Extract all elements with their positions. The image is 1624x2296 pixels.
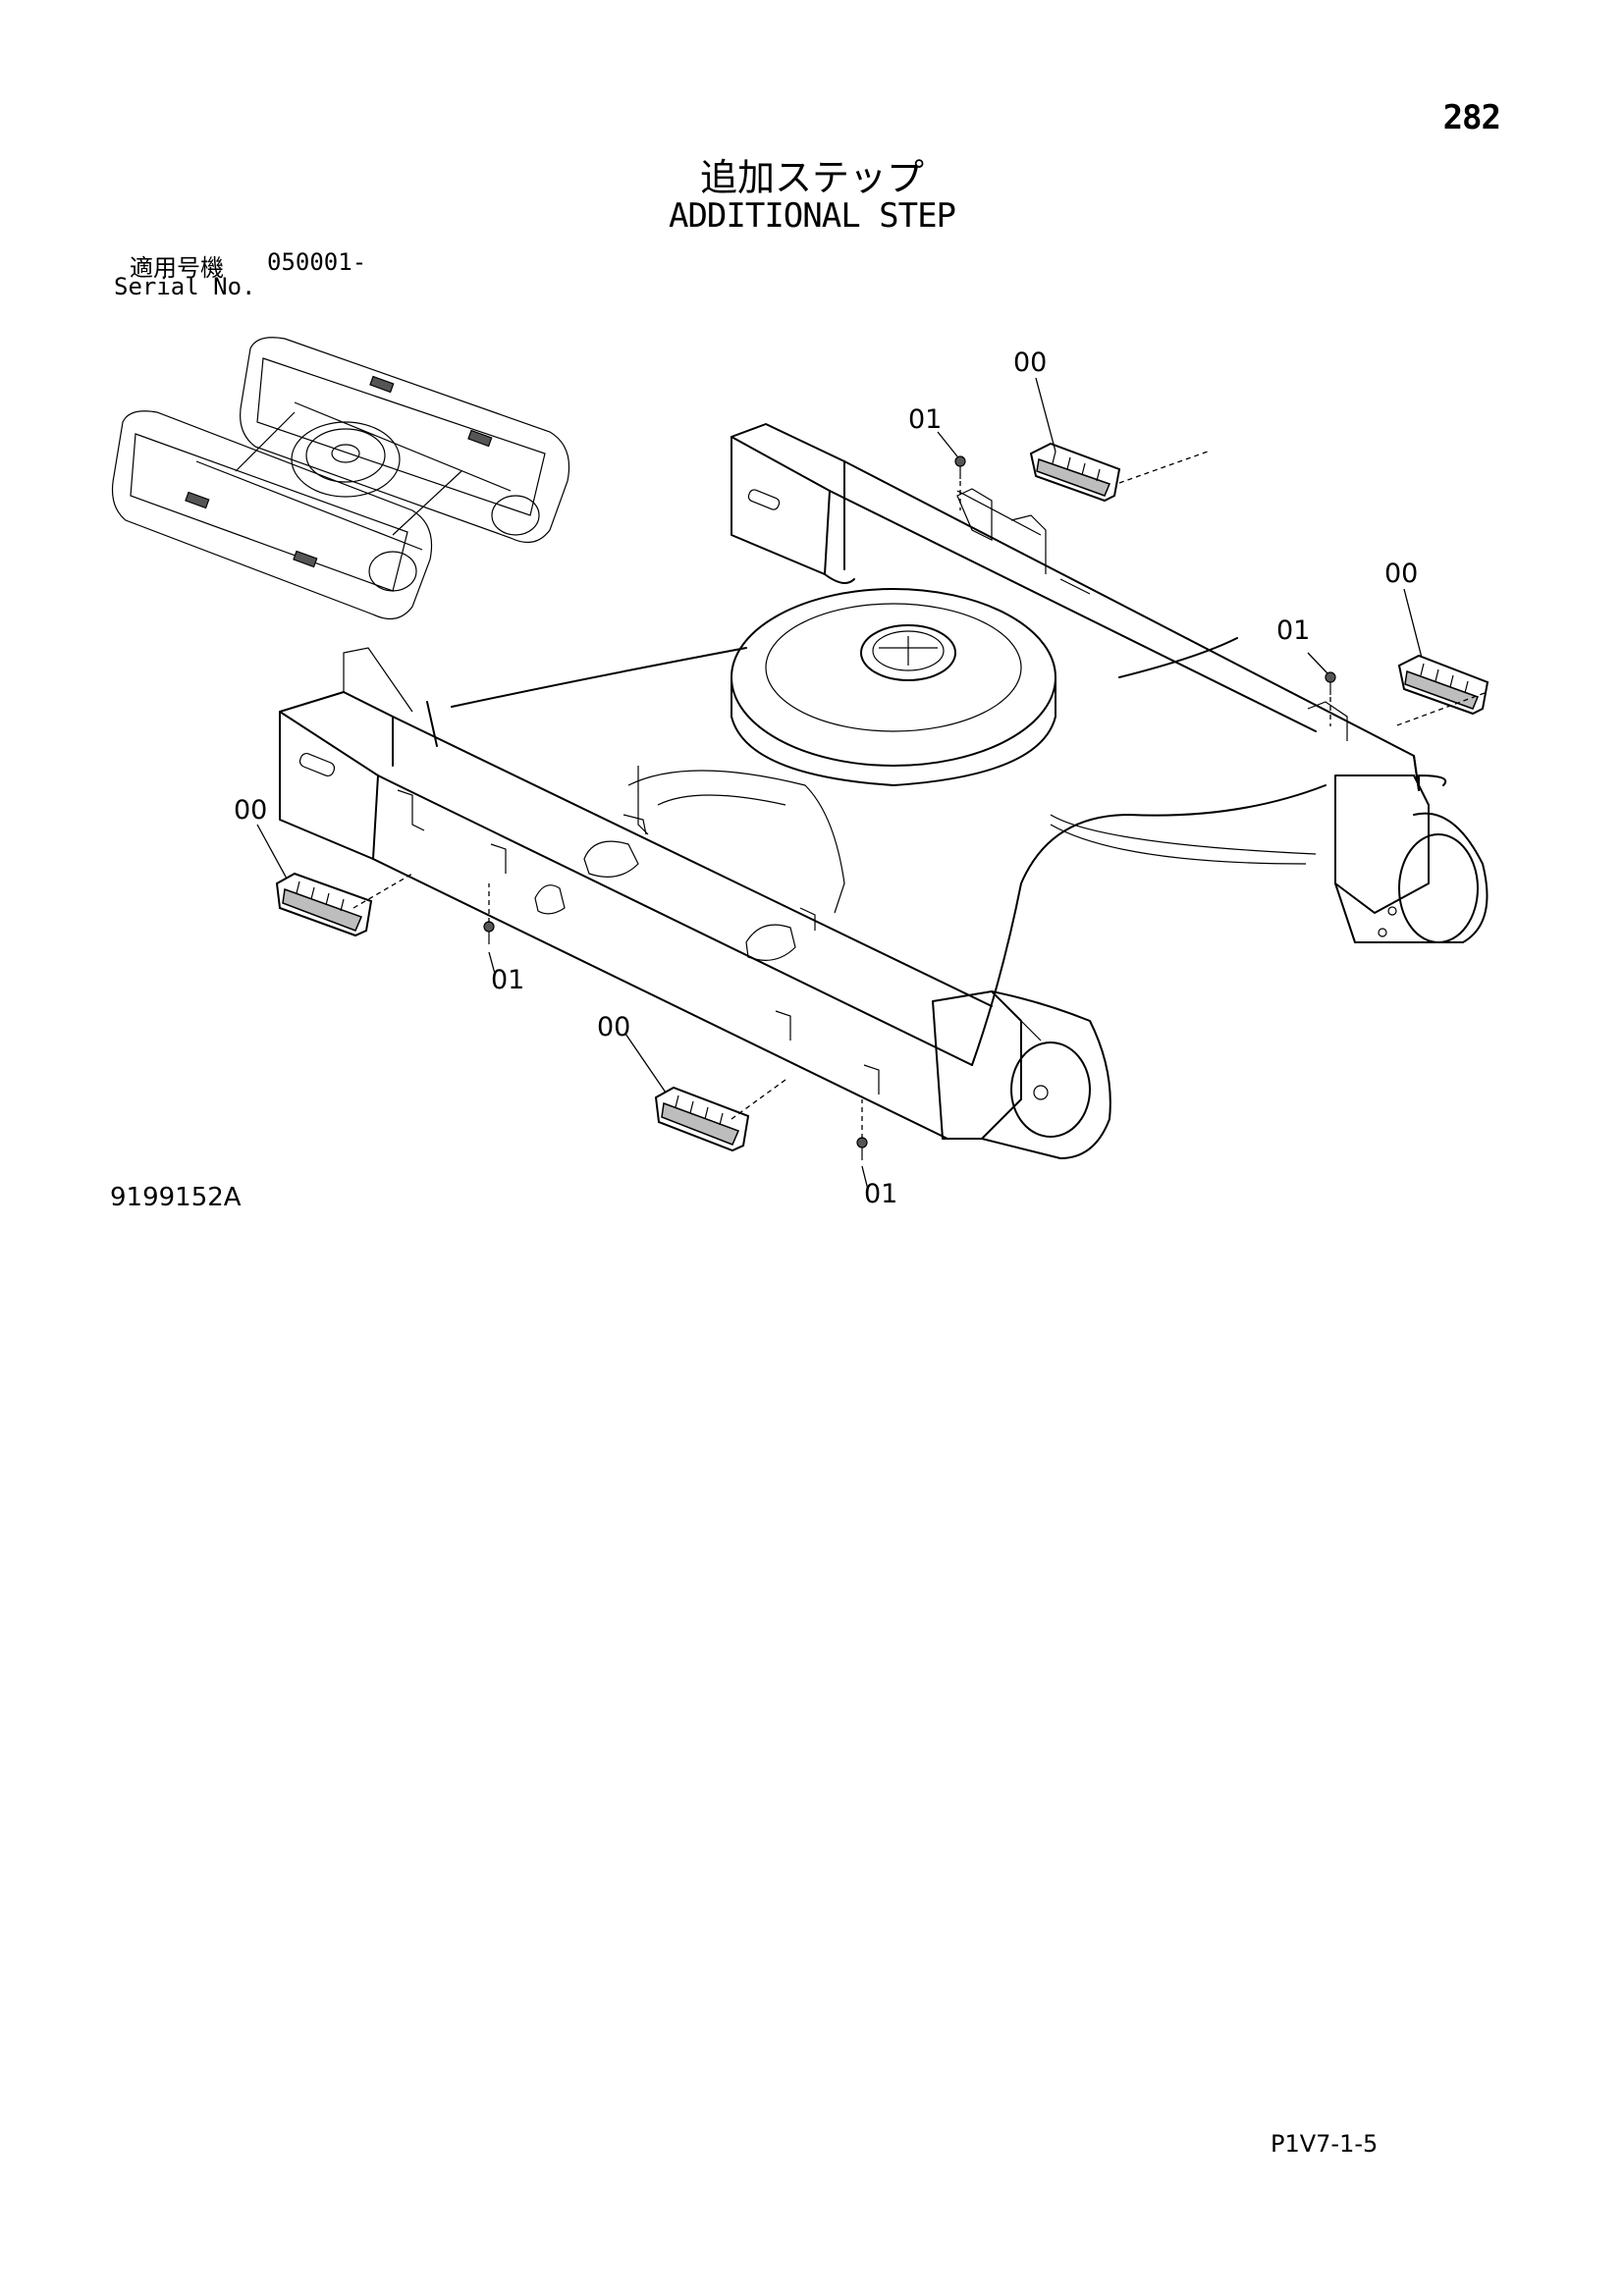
serial-label-english: Serial No.	[114, 273, 256, 300]
step-mounting-brackets	[397, 488, 1348, 1095]
title-japanese: 追加ステップ	[699, 156, 924, 199]
bolt-4	[856, 1137, 868, 1160]
drawing-number: 9199152A	[110, 1183, 242, 1212]
track-frame	[279, 423, 1489, 1159]
callout-label: 01	[491, 965, 524, 995]
callout-label: 00	[597, 1012, 630, 1042]
callout-label: 00	[1384, 559, 1418, 589]
bolt-1	[954, 455, 966, 479]
bolt-3	[483, 921, 495, 944]
page-code: P1V7-1-5	[1271, 2130, 1379, 2158]
callout-label: 00	[234, 795, 267, 826]
title-english: ADDITIONAL STEP	[668, 196, 956, 236]
serial-range: 050001-	[267, 248, 367, 276]
callout-label: 00	[1013, 347, 1047, 378]
overview-undercarriage	[111, 337, 570, 620]
callout-label: 01	[864, 1179, 897, 1209]
additional-step-4	[654, 1086, 750, 1152]
bolt-2	[1325, 671, 1336, 695]
additional-step-3	[275, 872, 373, 937]
serial-label-japanese: 適用号機	[130, 254, 224, 282]
additional-step-2	[1397, 654, 1489, 716]
additional-step-1	[1029, 442, 1121, 503]
callout-label: 01	[908, 404, 942, 435]
leader-lines	[256, 377, 1486, 1191]
page-number: 282	[1442, 98, 1501, 137]
callout-label: 01	[1276, 615, 1310, 646]
